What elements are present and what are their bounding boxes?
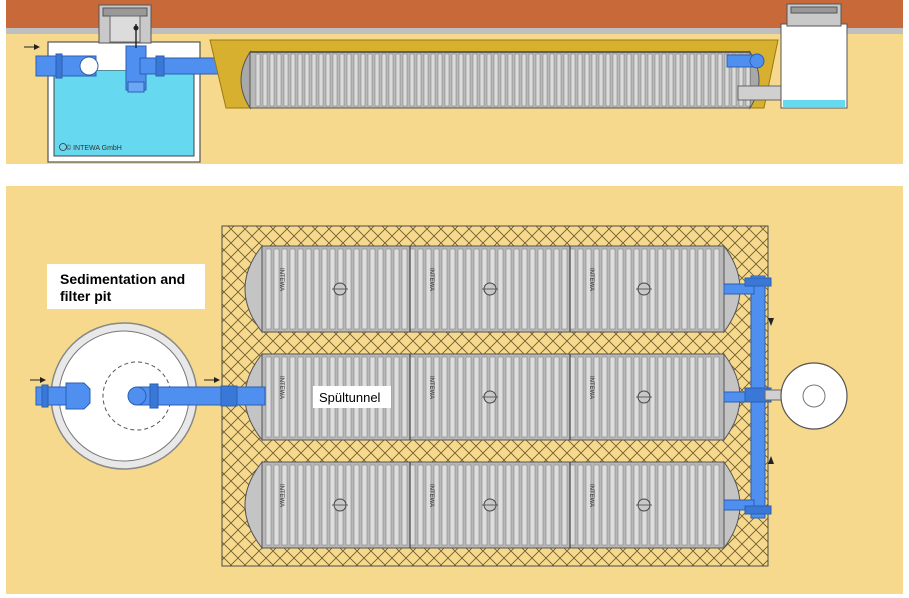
- tunnel-label: Spültunnel: [313, 386, 391, 408]
- infiltration-tank-side: [240, 50, 760, 110]
- tank-brand-label: INTEWA: [278, 484, 284, 507]
- tank-row: INTEWA INTEWA INTEWA: [244, 244, 741, 334]
- inspection-shaft-section: [780, 3, 848, 109]
- tank-brand-label: INTEWA: [428, 268, 434, 291]
- sedimentation-label: Sedimentation and filter pit: [47, 264, 205, 309]
- sedimentation-pit-plan: [35, 322, 266, 470]
- flow-arrow-icon: [204, 377, 220, 383]
- tank-brand-label: INTEWA: [588, 268, 594, 291]
- road-surface: [6, 0, 903, 28]
- inlet-arrow-icon: [30, 377, 46, 383]
- tank-brand-label: INTEWA: [588, 376, 594, 399]
- tank-row: INTEWA INTEWA INTEWA: [244, 460, 741, 550]
- outlet-channel: [737, 85, 787, 101]
- tank-brand-label: INTEWA: [588, 484, 594, 507]
- copyright-text: © INTEWA GmbH: [66, 144, 122, 152]
- tank-brand-label: INTEWA: [428, 376, 434, 399]
- manifold-pipe: [723, 275, 794, 519]
- side-section-drawing: © INTEWA GmbH: [0, 0, 909, 170]
- side-section-view: © INTEWA GmbH: [0, 0, 909, 170]
- road-base: [6, 28, 903, 34]
- tank-brand-label: INTEWA: [278, 268, 284, 291]
- tank-brand-label: INTEWA: [428, 484, 434, 507]
- inlet-arrow-icon: [24, 44, 40, 50]
- sedimentation-pit-section: © INTEWA GmbH: [35, 4, 266, 163]
- tank-brand-label: INTEWA: [278, 376, 284, 399]
- inspection-shaft-plan: [780, 362, 848, 430]
